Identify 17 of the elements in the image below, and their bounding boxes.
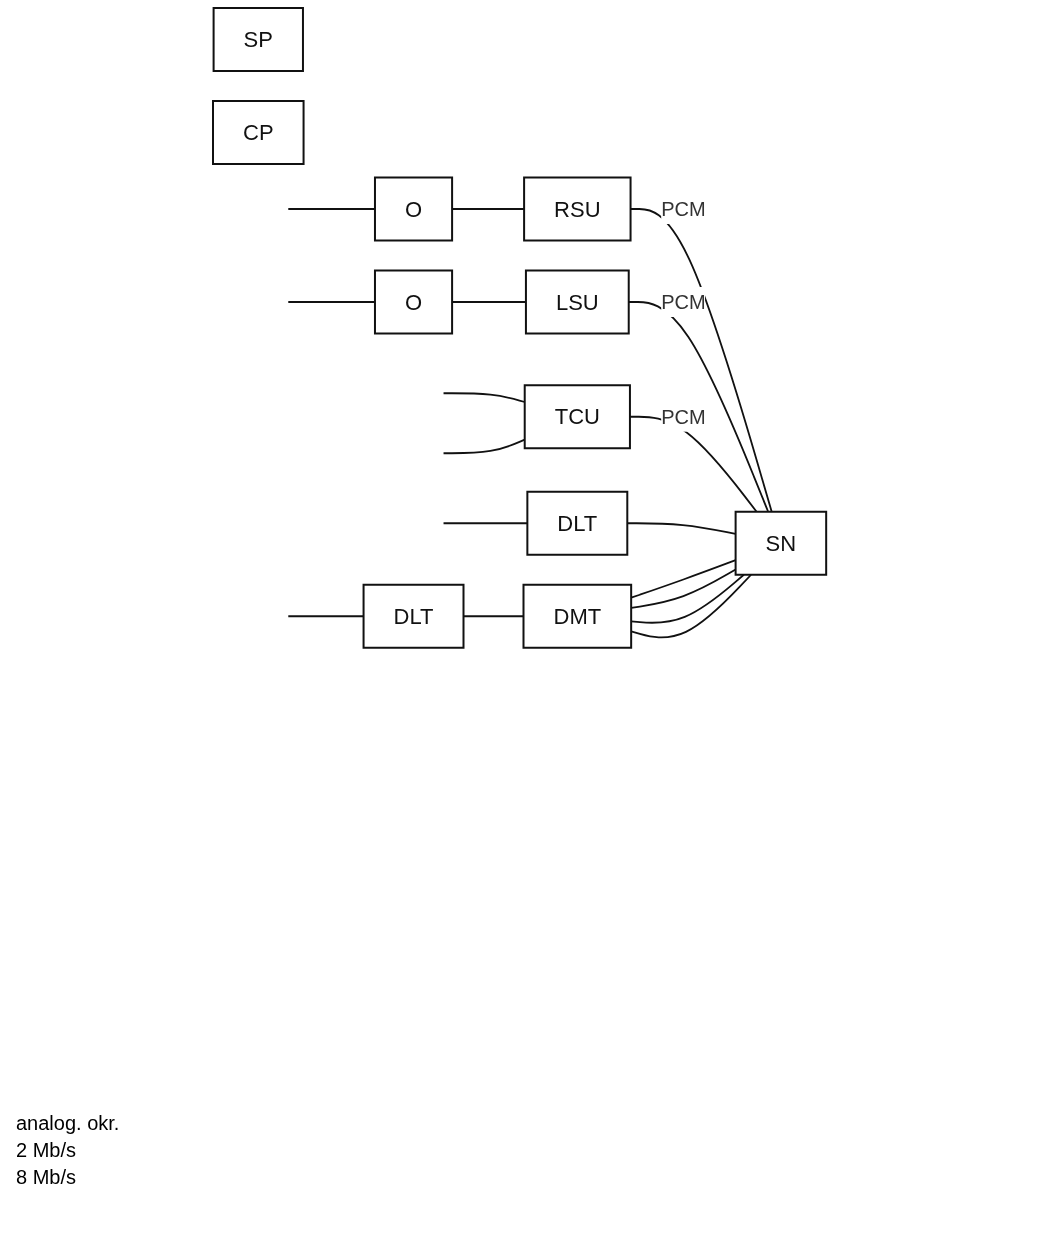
edge-label: PCM [661,405,706,428]
edge-label: PCM [661,291,706,313]
node-box: LSU [524,269,630,335]
node-box: O [373,269,453,335]
node-box: DLT [526,490,629,556]
note-label: 8 Mb/s [16,1166,78,1189]
node-box: RSU [523,176,632,242]
node-box: CP [211,100,305,165]
node-box: DMT [522,583,633,649]
node-box: TCU [523,384,631,450]
note-label: 2 Mb/s [16,1139,78,1162]
node-box: DLT [362,583,465,649]
node-box: SN [734,510,828,576]
node-box: SP [212,7,304,72]
note-label: analog. okr. [16,1112,121,1135]
node-box: O [373,176,453,242]
edge-label: PCM [661,198,706,220]
